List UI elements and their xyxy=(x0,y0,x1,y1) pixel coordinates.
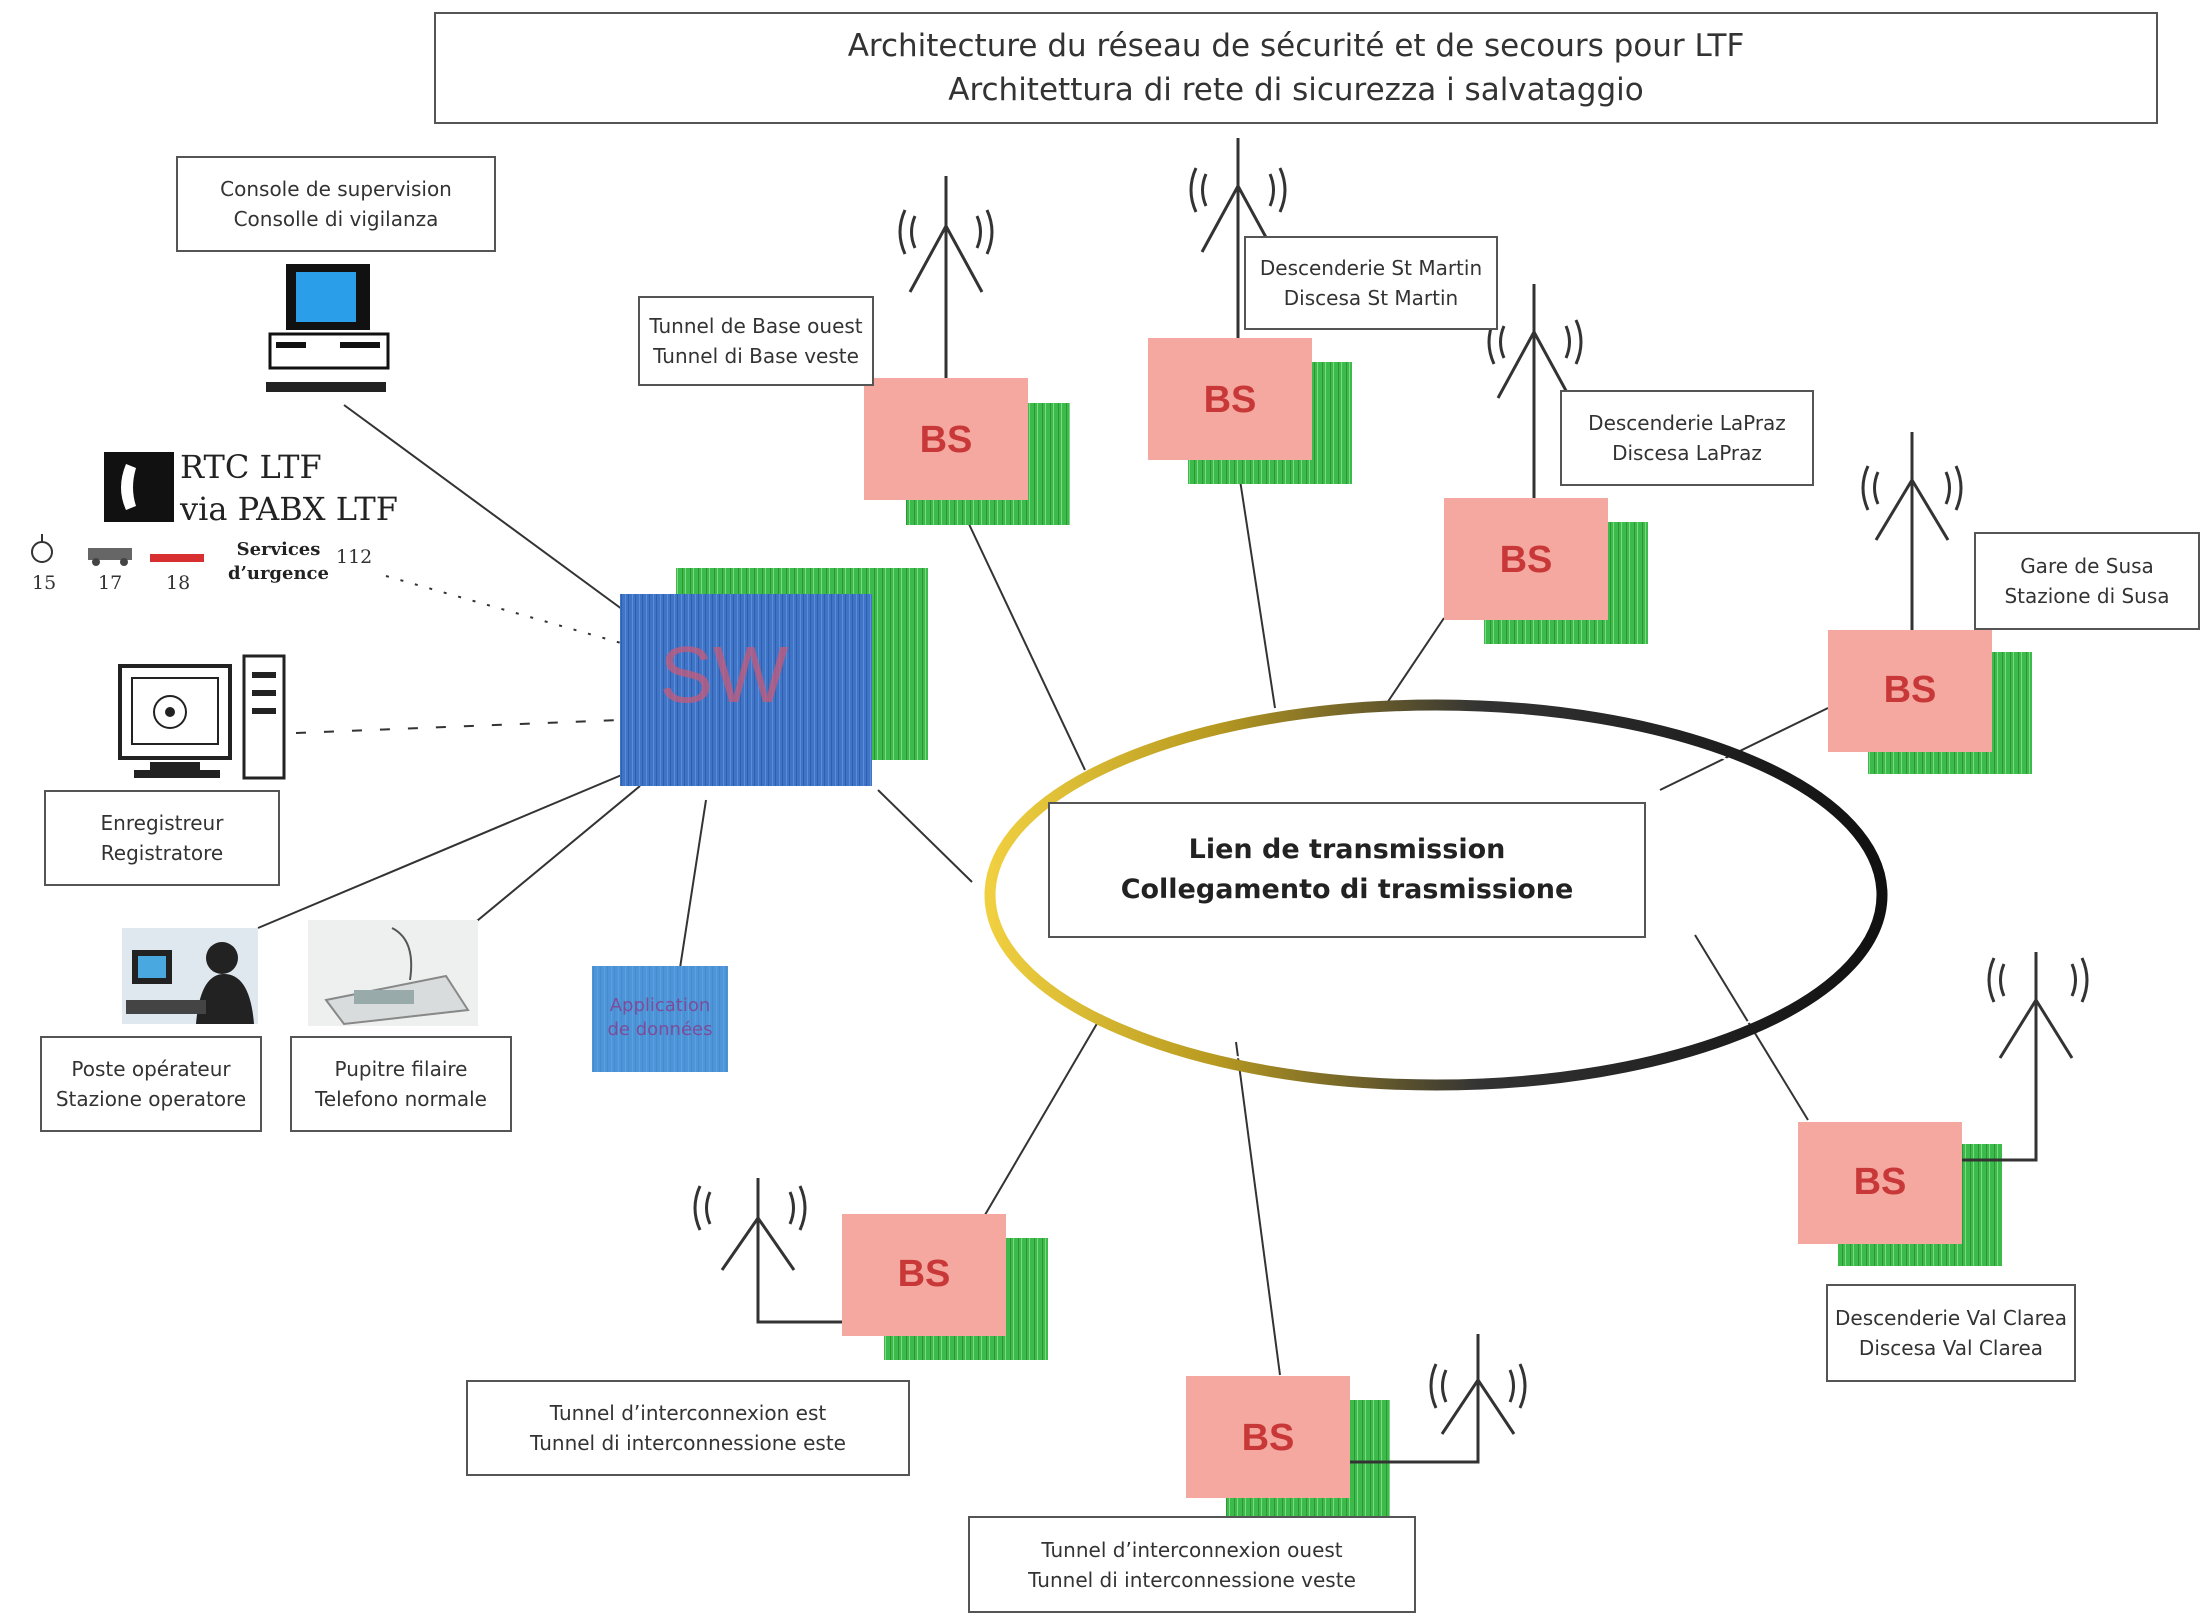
bs-label: BS xyxy=(1854,1161,1907,1203)
station-label-st-martin: Descenderie St Martin Discesa St Martin xyxy=(1244,236,1498,330)
antenna-icons xyxy=(693,138,2089,1464)
operator-label: Poste opérateur Stazione operatore xyxy=(40,1036,262,1132)
rtc-label: RTC LTF via PABX LTF xyxy=(180,446,398,530)
station-line1: Descenderie Val Clarea xyxy=(1835,1306,2067,1330)
application-label: Application de données xyxy=(588,994,732,1042)
station-label-interconnexion-ouest: Tunnel d’interconnexion ouest Tunnel di … xyxy=(968,1516,1416,1613)
antenna-icon xyxy=(693,1178,842,1324)
console-line2: Consolle di vigilanza xyxy=(233,207,439,231)
station-line2: Discesa Val Clarea xyxy=(1858,1336,2044,1360)
station-line2: Tunnel di Base veste xyxy=(653,344,859,368)
base-station-st-martin: BS xyxy=(1148,338,1352,484)
emergency-number: 18 xyxy=(166,572,191,594)
operator-photo xyxy=(122,928,258,1024)
base-station-lapraz: BS xyxy=(1444,498,1648,644)
switch-label: SW xyxy=(660,630,789,719)
station-line1: Tunnel d’interconnexion est xyxy=(549,1401,827,1425)
desk-line2: Telefono normale xyxy=(315,1087,487,1111)
base-station-interconnexion-est: BS xyxy=(842,1214,1048,1360)
emergency-line2: d’urgence xyxy=(228,563,329,584)
recorder-line2: Registratore xyxy=(100,841,224,865)
police-icon xyxy=(88,548,132,566)
station-line1: Tunnel de Base ouest xyxy=(649,314,863,338)
station-line2: Stazione di Susa xyxy=(2004,584,2170,608)
console-label: Console de supervision Consolle di vigil… xyxy=(176,156,496,252)
bs-label: BS xyxy=(920,419,973,461)
bs-label: BS xyxy=(1500,539,1553,581)
transmission-line2: Collegamento di trasmissione xyxy=(1120,874,1574,905)
telephone-icon xyxy=(104,452,174,522)
application-node xyxy=(592,966,728,1072)
rtc-line2: via PABX LTF xyxy=(180,490,398,528)
station-line1: Gare de Susa xyxy=(2020,554,2154,578)
antenna-icon xyxy=(1962,952,2089,1162)
transmission-label: Lien de transmission Collegamento di tra… xyxy=(1048,802,1646,938)
application-line2: de données xyxy=(607,1019,713,1040)
switch-links xyxy=(257,404,707,969)
emergency-number: 112 xyxy=(336,546,373,568)
station-label-base-ouest: Tunnel de Base ouest Tunnel di Base vest… xyxy=(638,296,874,386)
computer-icon xyxy=(266,264,390,392)
antenna-icon xyxy=(898,176,994,378)
bs-label: BS xyxy=(1242,1417,1295,1459)
recorder-line1: Enregistreur xyxy=(100,811,224,835)
rtc-line1: RTC LTF xyxy=(180,448,322,486)
emergency-number: 15 xyxy=(32,572,57,594)
title-line1: Architecture du réseau de sécurité et de… xyxy=(847,28,1745,64)
desk-line1: Pupitre filaire xyxy=(334,1057,468,1081)
desk-label: Pupitre filaire Telefono normale xyxy=(290,1036,512,1132)
antenna-icon xyxy=(1350,1334,1527,1464)
diagram-title: Architecture du réseau de sécurité et de… xyxy=(434,12,2158,124)
recorder-icon xyxy=(118,654,286,780)
base-station-val-clarea: BS xyxy=(1798,1122,2002,1266)
emergency-services-label: Services d’urgence xyxy=(228,538,329,586)
station-label-lapraz: Descenderie LaPraz Discesa LaPraz xyxy=(1560,390,1814,486)
bs-label: BS xyxy=(1884,669,1937,711)
switch-node: SW xyxy=(620,568,928,786)
station-line1: Descenderie St Martin xyxy=(1259,256,1483,280)
title-line2: Architettura di rete di sicurezza i salv… xyxy=(948,72,1644,108)
transmission-ring xyxy=(984,699,1888,1091)
station-line2: Discesa St Martin xyxy=(1283,286,1459,310)
base-station-susa: BS xyxy=(1828,630,2032,774)
station-line2: Discesa LaPraz xyxy=(1612,441,1762,465)
application-line1: Application xyxy=(609,995,711,1016)
operator-line1: Poste opérateur xyxy=(71,1057,231,1081)
station-line2: Tunnel di interconnessione este xyxy=(530,1431,846,1455)
operator-line2: Stazione operatore xyxy=(55,1087,247,1111)
antenna-icon xyxy=(1189,138,1287,338)
station-label-interconnexion-est: Tunnel d’interconnexion est Tunnel di in… xyxy=(466,1380,910,1476)
transmission-line1: Lien de transmission xyxy=(1188,834,1506,865)
base-station-interconnexion-ouest: BS xyxy=(1186,1376,1390,1522)
antenna-icon xyxy=(1487,284,1583,498)
station-line1: Descenderie LaPraz xyxy=(1588,411,1786,435)
desk-phone-photo xyxy=(308,920,478,1026)
base-station-base-ouest: BS xyxy=(864,378,1070,525)
cross-icon xyxy=(31,534,53,563)
station-label-susa: Gare de Susa Stazione di Susa xyxy=(1974,532,2200,630)
station-line1: Tunnel d’interconnexion ouest xyxy=(1041,1537,1343,1562)
bs-label: BS xyxy=(1204,379,1257,421)
emergency-number: 17 xyxy=(98,572,123,594)
station-line2: Tunnel di interconnessione veste xyxy=(1028,1567,1356,1592)
recorder-label: Enregistreur Registratore xyxy=(44,790,280,886)
emergency-icons xyxy=(31,534,204,566)
console-line1: Console de supervision xyxy=(220,177,452,201)
emergency-line1: Services xyxy=(236,539,321,560)
fire-icon xyxy=(150,554,204,562)
antenna-icon xyxy=(1861,432,1963,630)
bs-label: BS xyxy=(898,1253,951,1295)
station-label-val-clarea: Descenderie Val Clarea Discesa Val Clare… xyxy=(1826,1284,2076,1382)
